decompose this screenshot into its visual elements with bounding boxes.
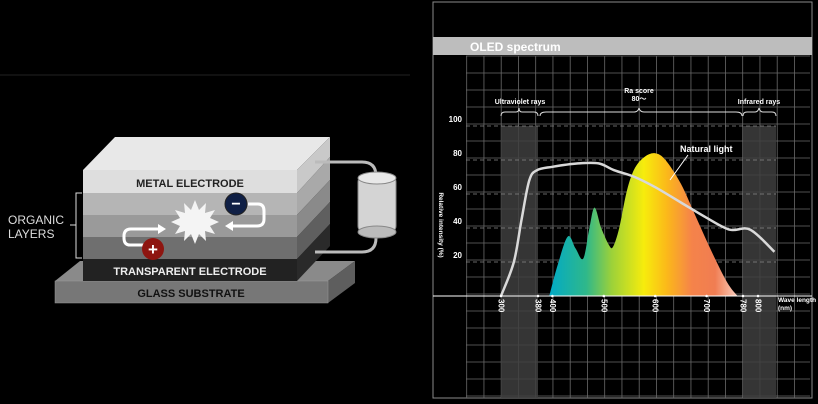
x-tick-label: 700 xyxy=(702,299,711,313)
x-tick-mark xyxy=(536,294,540,298)
x-tick-label: 600 xyxy=(651,299,660,313)
plus-symbol: + xyxy=(148,240,158,259)
chart-title: OLED spectrum xyxy=(470,40,561,54)
title-bar xyxy=(433,37,812,55)
y-tick-label: 40 xyxy=(453,217,462,226)
y-ticks: 20 40 60 80 100 xyxy=(449,115,463,260)
range-braces xyxy=(500,107,777,117)
transparent-electrode-label: TRANSPARENT ELECTRODE xyxy=(113,266,266,278)
organic-layers-bracket: ORGANIC LAYERS xyxy=(8,192,82,259)
ultraviolet-label: Ultraviolet rays xyxy=(495,99,546,106)
infrared-label: Infrared rays xyxy=(738,99,781,106)
x-tick-mark xyxy=(653,294,657,298)
arrow-head-icon xyxy=(158,224,166,234)
x-tick-label: 400 xyxy=(548,299,557,313)
organic-layer-3 xyxy=(83,237,297,259)
natural-light-pointer xyxy=(669,154,689,181)
bottom-wire xyxy=(315,237,378,254)
natural-light-label: Natural light xyxy=(680,144,733,154)
x-tick-label: 500 xyxy=(599,299,608,313)
transparent-electrode-layer xyxy=(83,259,297,281)
y-tick-label: 20 xyxy=(453,251,462,260)
y-tick-label: 80 xyxy=(453,149,462,158)
arrow-head-icon xyxy=(225,221,233,231)
natural-light-line xyxy=(499,161,776,297)
glass-substrate-label: GLASS SUBSTRATE xyxy=(137,288,244,300)
organic-layers-label-2: LAYERS xyxy=(8,227,54,241)
electron-icon: − xyxy=(224,192,248,216)
electron-arrow-icon xyxy=(232,202,266,228)
hole-icon: + xyxy=(142,238,164,260)
light-burst-icon xyxy=(171,200,219,244)
minus-symbol: − xyxy=(231,196,240,213)
hole-arrow-icon xyxy=(122,227,160,247)
x-tick-mark xyxy=(602,294,606,298)
y-axis-label: Relative intensity (%) xyxy=(437,192,444,257)
x-tick-label: 380 xyxy=(534,299,543,313)
x-tick-mark xyxy=(705,294,708,298)
x-tick-label: 800 xyxy=(754,299,763,313)
oled-structure-diagram: GLASS SUBSTRATE METAL ELECTRODE TRANSPAR… xyxy=(0,74,410,304)
oled-spectrum-area xyxy=(549,153,738,296)
x-tick-mark xyxy=(756,294,760,298)
x-tick-mark xyxy=(499,294,503,298)
x-axis-label-1: Wave length xyxy=(778,297,816,304)
x-tick-mark xyxy=(551,294,554,298)
metal-electrode-label: METAL ELECTRODE xyxy=(136,178,244,190)
x-tick-label: 780 xyxy=(739,299,748,313)
battery-icon xyxy=(357,171,397,239)
ra-score-label: Ra score xyxy=(624,88,654,95)
metal-electrode-layer xyxy=(83,170,297,193)
organic-layers-label-1: ORGANIC xyxy=(8,213,64,227)
x-axis-label-2: (nm) xyxy=(778,305,792,312)
x-tick-label: 300 xyxy=(497,299,506,313)
x-ticks: 300 380 400 500 600 700 780 800 xyxy=(497,294,763,313)
y-tick-label: 100 xyxy=(449,115,463,124)
x-tick-mark xyxy=(741,294,745,298)
y-tick-label: 60 xyxy=(453,183,462,192)
ra-score-value: 80～ xyxy=(632,96,647,103)
